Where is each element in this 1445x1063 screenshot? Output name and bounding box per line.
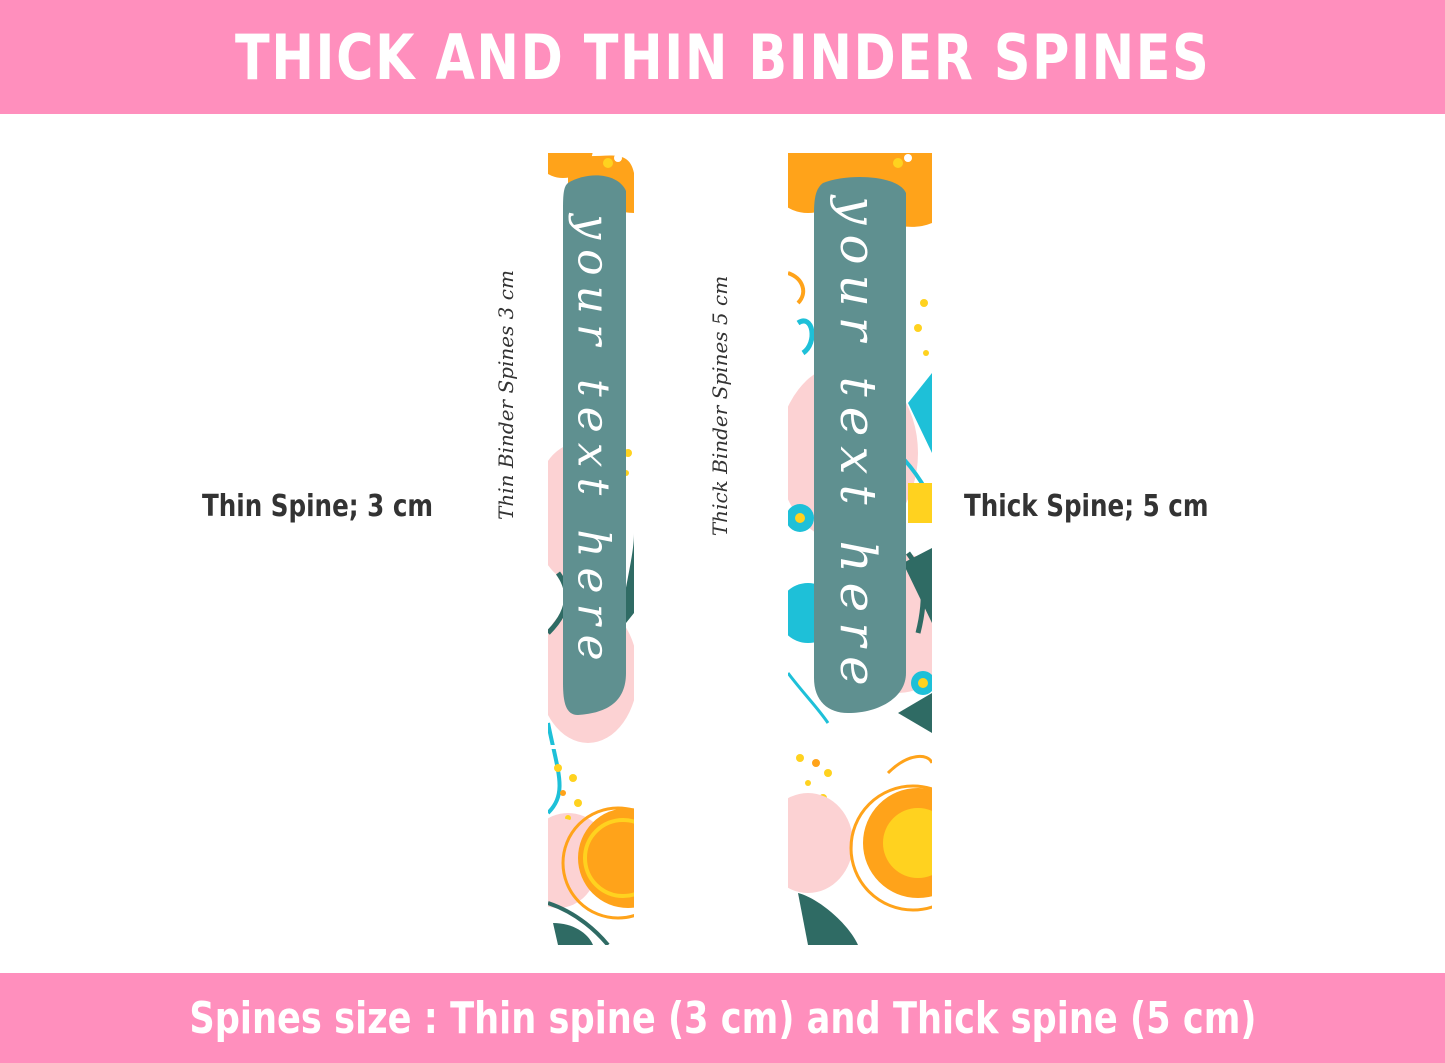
thin-spine-label: Thin Spine; 3 cm (202, 489, 434, 524)
thick-spine-text-panel (814, 177, 906, 713)
thin-spine: your text here (548, 153, 634, 945)
title-banner: THICK AND THIN BINDER SPINES (0, 0, 1445, 114)
thick-spine: your text here (788, 153, 932, 945)
thin-spine-placeholder-text: your text here (567, 214, 619, 671)
thin-spine-text-panel (563, 175, 626, 715)
thick-vertical-label: Thick Binder Spines 5 cm (708, 275, 732, 537)
thick-spine-label: Thick Spine; 5 cm (964, 489, 1209, 524)
footer-banner: Spines size : Thin spine (3 cm) and Thic… (0, 973, 1445, 1063)
footer-text: Spines size : Thin spine (3 cm) and Thic… (188, 992, 1257, 1044)
thin-vertical-label: Thin Binder Spines 3 cm (494, 270, 518, 520)
thick-spine-placeholder-text: your text here (829, 196, 887, 696)
page-title: THICK AND THIN BINDER SPINES (234, 20, 1211, 94)
